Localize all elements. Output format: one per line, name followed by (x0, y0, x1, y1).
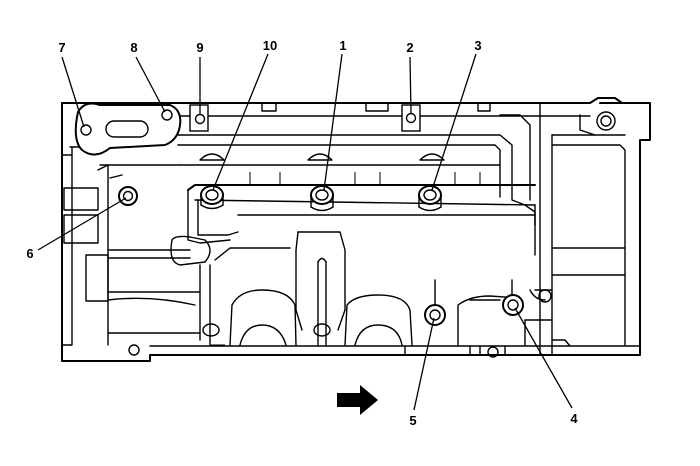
leader-7 (61, 56, 85, 128)
arrow-right-icon (337, 385, 378, 415)
inner-gallery (187, 172, 536, 256)
leader-8 (135, 56, 166, 113)
bolt-3 (418, 185, 442, 212)
bolt-4 (502, 294, 524, 316)
bolt-1 (310, 185, 334, 212)
oil-pan-outline (61, 97, 651, 362)
callout-10: 10 (263, 38, 277, 53)
callout-9: 9 (196, 40, 203, 55)
callout-6: 6 (26, 246, 33, 261)
leader-4 (514, 307, 573, 409)
leader-6 (37, 197, 127, 251)
callout-2: 2 (406, 40, 413, 55)
bolt-5 (424, 279, 446, 326)
callout-leaders (37, 53, 573, 411)
callout-labels: 7 8 9 10 1 2 3 6 5 4 (26, 38, 578, 428)
right-sump (457, 279, 571, 358)
callout-8: 8 (130, 40, 137, 55)
left-flange (74, 102, 421, 156)
leader-5 (413, 317, 435, 411)
left-side-details (63, 164, 211, 356)
callout-3: 3 (474, 38, 481, 53)
callout-7: 7 (58, 40, 65, 55)
bolt-10 (200, 185, 224, 210)
leader-1 (323, 53, 343, 191)
central-sump (199, 231, 471, 356)
leader-10 (212, 53, 269, 191)
callout-4: 4 (570, 411, 578, 426)
leader-2 (409, 56, 412, 115)
callout-5: 5 (409, 413, 416, 428)
callout-1: 1 (339, 38, 346, 53)
leader-3 (431, 53, 477, 191)
